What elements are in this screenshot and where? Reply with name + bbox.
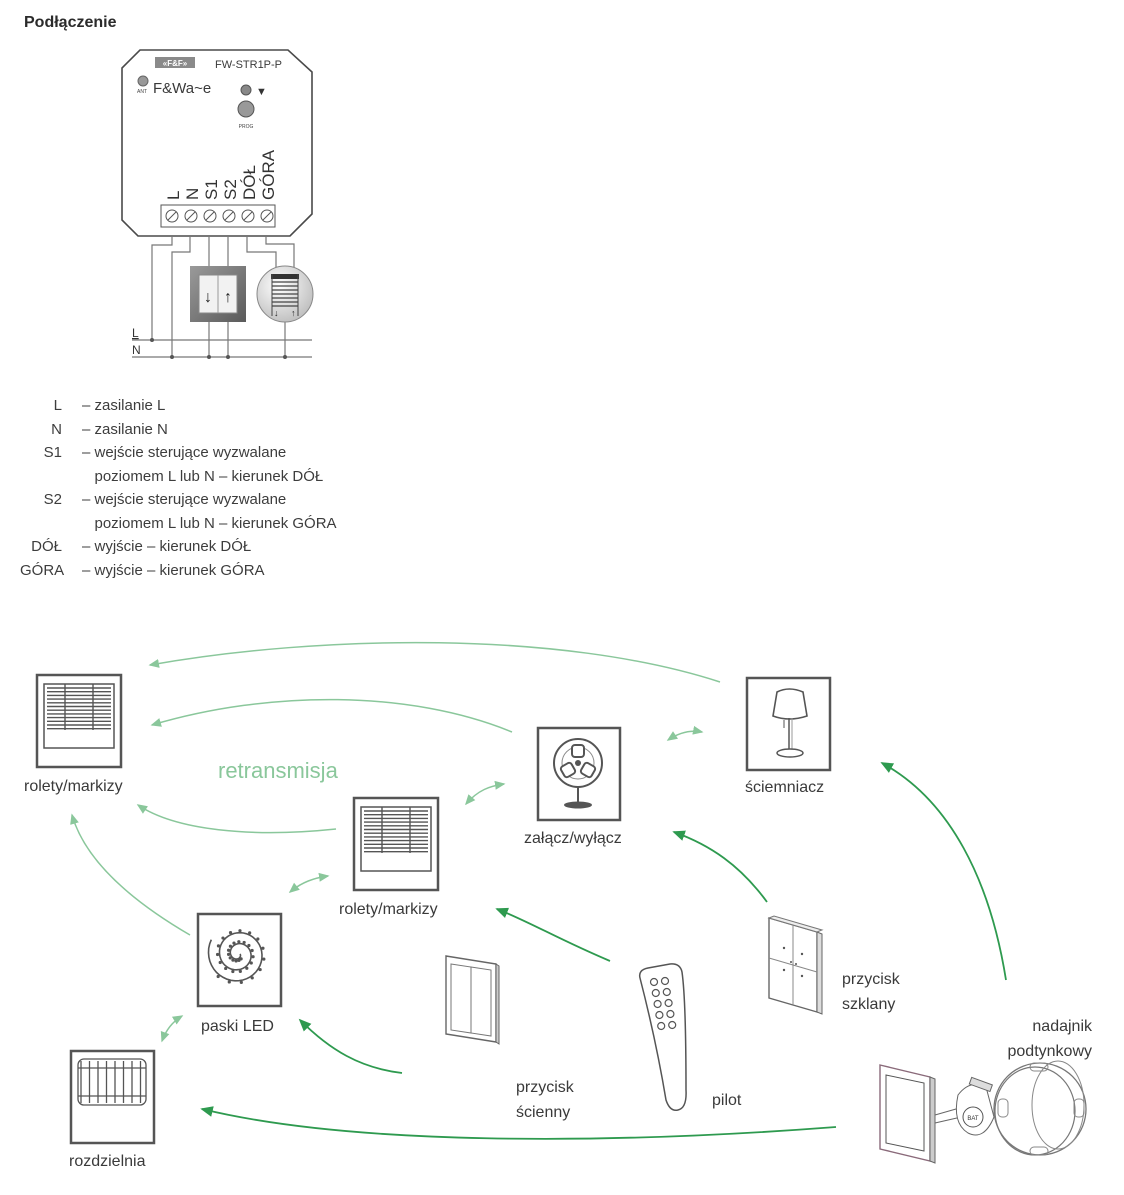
retransmission-arrows <box>70 641 721 1043</box>
transmitter-label: nadajnik <box>1032 1018 1093 1035</box>
wires <box>132 236 312 358</box>
receiver-label: załącz/wyłącz <box>524 830 622 847</box>
arrow-glass-to-onoff <box>672 830 768 903</box>
legend-key: S1 <box>43 444 62 461</box>
device-housing <box>121 49 313 237</box>
arrow-led-to-blinds1 <box>70 813 191 936</box>
transmitter-label: ścienny <box>516 1104 570 1121</box>
legend-row: L – zasilanie L <box>20 394 337 418</box>
fan-icon <box>536 726 622 822</box>
antenna-icon: ▼ <box>256 86 267 98</box>
legend-key <box>20 465 82 489</box>
legend-text: – wyjście – kierunek DÓŁ <box>82 538 252 555</box>
bus-label-n: N <box>132 343 141 357</box>
legend-text: – zasilanie L <box>82 397 166 414</box>
legend-text: poziomem L lub N – kierunek DÓŁ <box>82 467 324 485</box>
svg-text:↑: ↑ <box>224 289 232 306</box>
receiver-label: rolety/markizy <box>339 901 438 918</box>
legend-row: poziomem L lub N – kierunek GÓRA <box>20 512 337 536</box>
arrow-onoff-to-blinds1 <box>150 698 513 733</box>
legend-row: GÓRA – wyjście – kierunek GÓRA <box>20 559 337 583</box>
receiver-label: paski LED <box>201 1018 274 1035</box>
legend-text: – wejście sterujące wyzwalane <box>82 444 287 461</box>
prog-button-icon <box>237 100 255 118</box>
transmitter-label: przycisk <box>842 971 901 988</box>
svg-text:PROG: PROG <box>239 124 254 130</box>
direct-arrows <box>200 762 1007 1140</box>
wire-junctions <box>150 338 287 359</box>
bus-label-l: L <box>132 326 139 340</box>
wiring-diagram: «F&F» FW-STR1P-P ANT F&Wa~e ▼ PROG L N S… <box>121 49 314 359</box>
arrow-onoff-dimmer <box>666 725 704 741</box>
legend-row: DÓŁ – wyjście – kierunek DÓŁ <box>20 535 337 559</box>
svg-text:BAT: BAT <box>967 1116 979 1122</box>
svg-text:↓: ↓ <box>274 308 279 318</box>
terminal-screws <box>165 209 274 223</box>
svg-text:«F&F»: «F&F» <box>163 59 188 68</box>
remote-icon <box>638 963 687 1112</box>
status-led-icon <box>240 84 252 96</box>
arrow-led-blinds2 <box>288 872 330 893</box>
svg-text:DÓŁ: DÓŁ <box>240 165 259 200</box>
receiver-label: ściemniacz <box>745 779 824 796</box>
legend-row: S1 – wejście sterujące wyzwalane <box>20 441 337 465</box>
legend-key <box>20 512 82 536</box>
arrow-remote-to-blinds2 <box>495 907 611 962</box>
legend-text: – zasilanie N <box>82 420 168 438</box>
flush-transmitter-icon: BAT <box>879 1060 1087 1164</box>
legend-row: S2 – wejście sterujące wyzwalane <box>20 488 337 512</box>
receiver-label: rolety/markizy <box>24 778 123 795</box>
network-diagram: retransmisja <box>24 641 1093 1170</box>
legend-key: GÓRA <box>20 561 65 579</box>
legend-key: S2 <box>43 491 62 508</box>
rocker-switch-icon: ↓ ↑ <box>190 266 246 322</box>
legend-key: N <box>51 420 62 438</box>
model-label: FW-STR1P-P <box>215 59 282 71</box>
arrow-wall-to-led <box>298 1018 403 1074</box>
led-strip-icon <box>196 912 283 1008</box>
retransmission-label: retransmisja <box>218 758 339 783</box>
transmitter-label: przycisk <box>516 1079 575 1096</box>
svg-text:S1: S1 <box>202 179 221 200</box>
legend-text: – wejście sterujące wyzwalane <box>82 491 287 508</box>
legend-row: poziomem L lub N – kierunek DÓŁ <box>20 465 337 489</box>
transmitter-label: pilot <box>712 1092 742 1109</box>
terminal-legend: L – zasilanie L N – zasilanie N S1 – wejście … <box>20 394 337 582</box>
switchboard-icon <box>69 1049 156 1145</box>
lamp-icon <box>745 676 832 772</box>
svg-text:S2: S2 <box>221 179 240 200</box>
page-title: Podłączenie <box>24 14 117 31</box>
blinds-icon <box>35 673 123 769</box>
wave-logo: F&Wa~e <box>153 80 211 97</box>
arrow-blinds2-onoff <box>465 780 506 806</box>
svg-text:GÓRA: GÓRA <box>259 149 278 200</box>
glass-switch-icon <box>767 915 824 1015</box>
legend-text: poziomem L lub N – kierunek GÓRA <box>82 514 337 532</box>
transmitter-label: podtynkowy <box>1008 1043 1093 1060</box>
legend-key: L <box>53 397 62 414</box>
blinds-icon <box>352 796 440 892</box>
svg-text:L: L <box>164 191 183 200</box>
terminal-labels: L N S1 S2 DÓŁ GÓRA <box>164 149 278 200</box>
arrow-blinds2-to-blinds1 <box>136 804 337 834</box>
legend-row: N – zasilanie N <box>20 418 337 442</box>
svg-text:N: N <box>183 188 202 200</box>
transmitter-label: szklany <box>842 996 895 1013</box>
wall-switch-icon <box>445 955 500 1045</box>
arrow-flush-to-switchboard <box>200 1106 837 1140</box>
svg-text:↓: ↓ <box>204 289 212 306</box>
blind-motor-icon: ↓ ↑ <box>256 265 314 323</box>
arrow-switchboard-led <box>160 1015 184 1043</box>
arrow-flush-to-dimmer <box>880 762 1007 981</box>
brand-logo <box>155 57 195 68</box>
legend-key: DÓŁ <box>31 538 62 555</box>
svg-text:↑: ↑ <box>291 308 296 318</box>
arrow-dimmer-to-blinds1-top <box>148 641 721 683</box>
ant-led-icon <box>137 75 149 87</box>
receiver-label: rozdzielnia <box>69 1153 146 1170</box>
svg-text:ANT: ANT <box>137 89 147 95</box>
legend-text: – wyjście – kierunek GÓRA <box>82 561 265 579</box>
